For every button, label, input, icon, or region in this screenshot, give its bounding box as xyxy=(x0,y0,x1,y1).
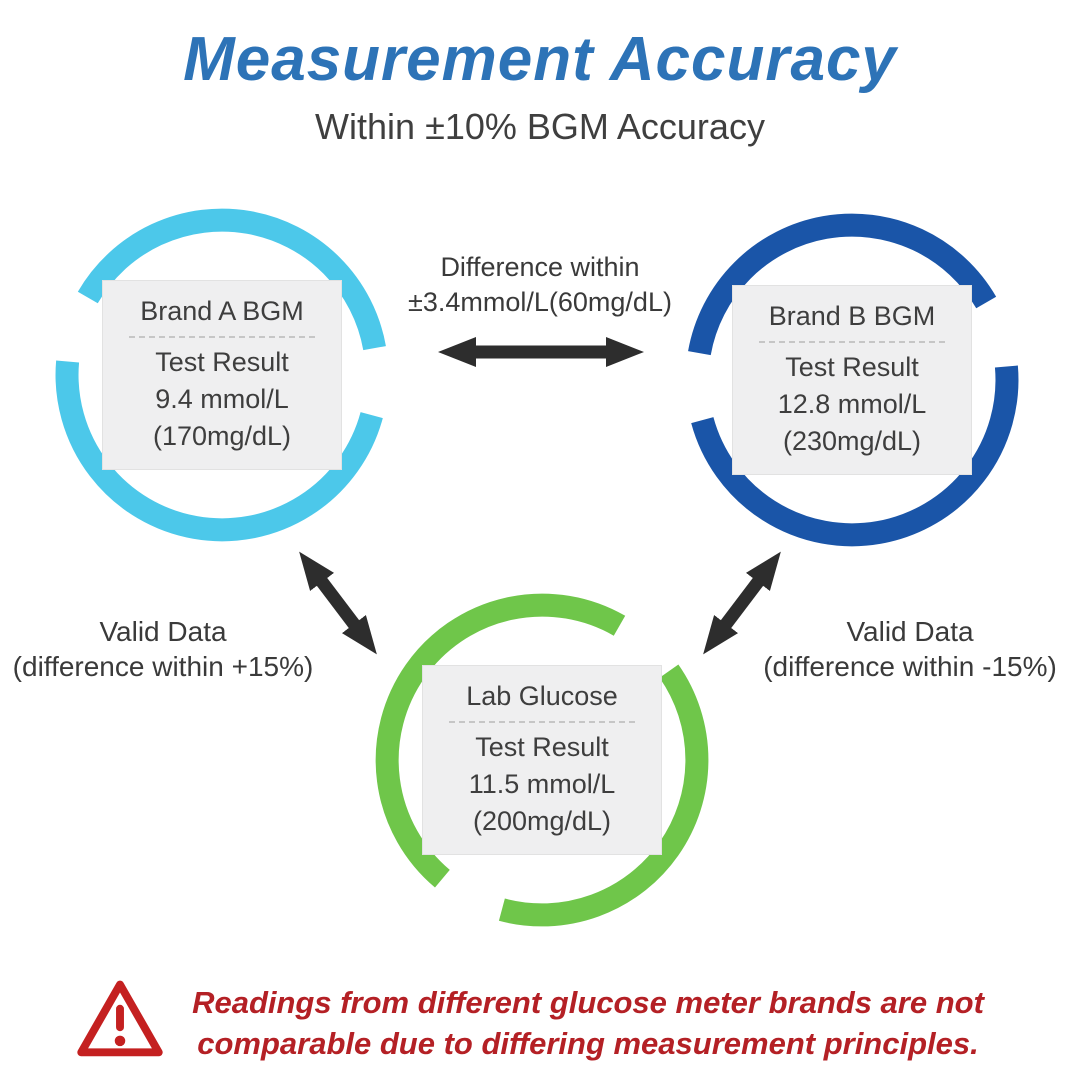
relation-right-line1: Valid Data xyxy=(846,616,974,647)
brand-b-value: 12.8 mmol/L xyxy=(777,389,927,419)
brand-b-card: Brand B BGM Test Result 12.8 mmol/L (230… xyxy=(732,285,972,475)
brand-a-result-label: Test Result xyxy=(155,347,289,377)
ring-arc xyxy=(55,360,383,542)
brand-a-ring-icon xyxy=(55,208,386,542)
lab-glucose-alt-value: (200mg/dL) xyxy=(472,806,612,836)
warning-exclamation-bar xyxy=(116,1004,124,1032)
relation-left-line2: (difference within +15%) xyxy=(12,651,314,682)
card-divider xyxy=(129,336,315,338)
relation-label-left: Valid Data (difference within +15%) xyxy=(2,614,324,684)
warning-triangle-outline xyxy=(77,980,163,1057)
relation-label-right: Valid Data (difference within -15%) xyxy=(742,614,1078,684)
brand-a-card: Brand A BGM Test Result 9.4 mmol/L (170m… xyxy=(102,280,342,470)
relation-top-line1: Difference within xyxy=(440,252,640,282)
brand-a-alt-value: (170mg/dL) xyxy=(152,421,292,451)
relation-label-top: Difference within ±3.4mmol/L(60mg/dL) xyxy=(378,250,702,320)
brand-a-value: 9.4 mmol/L xyxy=(155,384,289,414)
lab-glucose-name: Lab Glucose xyxy=(466,681,618,711)
ring-arc xyxy=(498,664,709,927)
warning-text: Readings from different glucose meter br… xyxy=(176,982,1000,1064)
relation-top-line2: ±3.4mmol/L(60mg/dL) xyxy=(408,287,672,317)
warning-triangle-icon xyxy=(77,980,163,1057)
brand-b-alt-value: (230mg/dL) xyxy=(782,426,922,456)
lab-glucose-node: Lab Glucose Test Result 11.5 mmol/L (200… xyxy=(362,580,722,940)
lab-glucose-value: 11.5 mmol/L xyxy=(468,769,616,799)
ring-arc xyxy=(77,208,386,351)
page-subtitle: Within ±10% BGM Accuracy xyxy=(315,106,765,147)
card-divider xyxy=(449,721,635,723)
ring-arc xyxy=(375,593,626,888)
brand-b-result-label: Test Result xyxy=(785,352,919,382)
brand-a-node: Brand A BGM Test Result 9.4 mmol/L (170m… xyxy=(42,195,402,555)
lab-glucose-ring-icon xyxy=(375,593,709,927)
relation-left-line1: Valid Data xyxy=(99,616,227,647)
warning-exclamation-dot xyxy=(114,1035,126,1047)
ring-arc xyxy=(688,213,997,356)
brand-b-ring-icon xyxy=(688,213,1019,547)
lab-glucose-card: Lab Glucose Test Result 11.5 mmol/L (200… xyxy=(422,665,662,855)
relation-right-line2: (difference within -15%) xyxy=(763,651,1057,682)
lab-glucose-result-label: Test Result xyxy=(475,732,609,762)
warning-text-line1: Readings from different glucose meter br… xyxy=(192,985,984,1020)
warning-text-line2: comparable due to differing measurement … xyxy=(197,1026,979,1061)
page-title: Measurement Accuracy xyxy=(183,25,897,94)
brand-b-node: Brand B BGM Test Result 12.8 mmol/L (230… xyxy=(672,200,1032,560)
card-divider xyxy=(759,341,945,343)
brand-a-name: Brand A BGM xyxy=(140,296,304,326)
ring-arc xyxy=(691,365,1019,547)
brand-b-name: Brand B BGM xyxy=(768,301,936,331)
